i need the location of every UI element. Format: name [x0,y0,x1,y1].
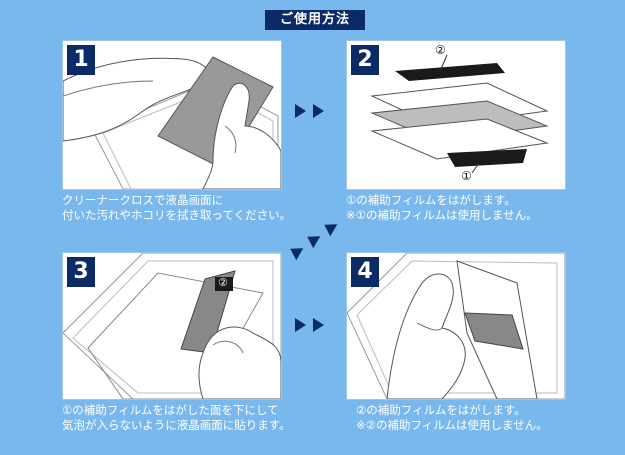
step-4-badge: 4 [351,257,379,287]
step-3-panel: 3 ② [62,252,282,400]
step-2-badge: 2 [351,45,379,75]
step-1-caption-line1: クリーナークロスで液晶画面に [62,193,223,207]
step-3-badge: 3 [67,257,95,287]
step-4-caption-line1: ②の補助フィルムをはがします。 [356,403,526,417]
step-3-caption: ①の補助フィルムをはがした面を下にして 気泡が入らないように液晶画面に貼ります。 [62,403,291,433]
page-title: ご使用方法 [265,10,365,30]
arrow-diagonal-icon [320,218,338,237]
step-1-caption: クリーナークロスで液晶画面に 付いた汚れやホコリを拭き取ってください。 [62,193,291,223]
arrow-diagonal-icon [286,242,304,261]
step-3-illustration [63,253,281,399]
step-2-illustration [370,54,549,174]
arrow-right-icon [295,318,306,332]
step-2-panel: 2 ② ① [346,40,566,190]
step-1-panel: 1 [62,40,282,190]
step-2-label-2: ② [435,43,446,57]
step-2-caption-line1: ①の補助フィルムをはがします。 [346,193,516,207]
step-1-caption-line2: 付いた汚れやホコリを拭き取ってください。 [62,208,292,222]
step-3-label-2: ② [218,276,228,289]
step-1-badge: 1 [67,45,95,75]
step-2-caption-line2: ※①の補助フィルムは使用しません。 [346,208,538,222]
step-2-label-1: ① [461,169,472,183]
arrow-right-icon [313,104,324,118]
step-4-panel: 4 [346,252,566,400]
arrow-diagonal-icon [303,230,321,249]
step-3-caption-line1: ①の補助フィルムをはがした面を下にして [62,403,279,417]
step-3-caption-line2: 気泡が入らないように液晶画面に貼ります。 [62,418,291,432]
arrow-right-icon [295,104,306,118]
step-4-caption-line2: ※②の補助フィルムは使用しません。 [356,418,548,432]
step-4-caption: ②の補助フィルムをはがします。 ※②の補助フィルムは使用しません。 [356,403,548,433]
arrow-right-icon [313,318,324,332]
step-2-caption: ①の補助フィルムをはがします。 ※①の補助フィルムは使用しません。 [346,193,538,223]
step-1-illustration [63,56,281,189]
step-4-illustration [347,253,565,399]
